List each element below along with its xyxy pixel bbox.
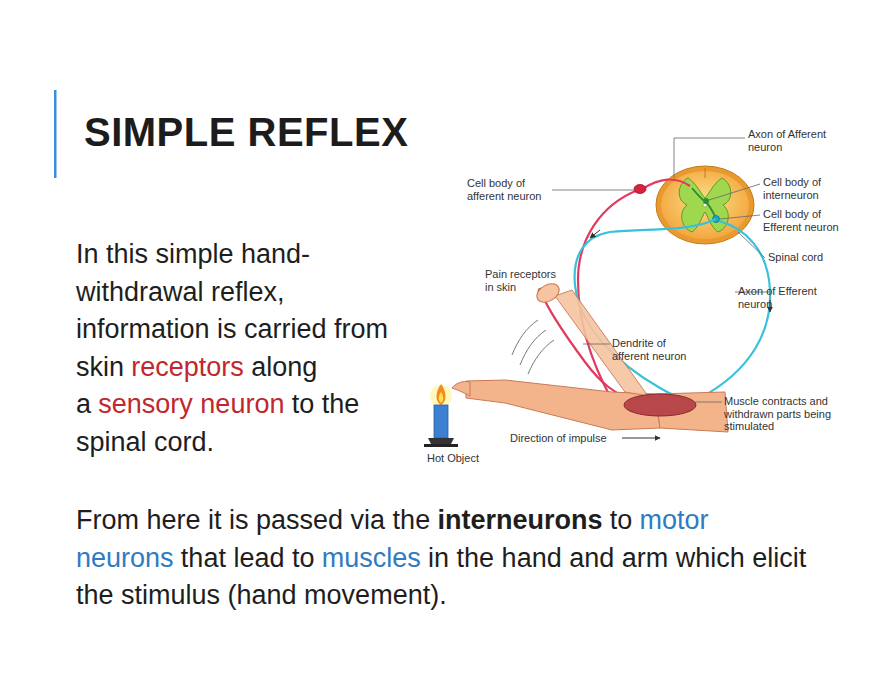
leader-line [694, 402, 722, 403]
efferent-axon [575, 219, 716, 400]
diagram-label: Axon of Afferent neuron [748, 128, 840, 153]
flame [437, 384, 446, 405]
diagram-label: Dendrite of afferent neuron [612, 337, 700, 362]
spinal-cord-outer [656, 166, 754, 244]
slide-title: SIMPLE REFLEX [84, 108, 408, 156]
body-text: From here it is passed via the [76, 505, 430, 535]
diagram-label: Direction of impulse [510, 432, 625, 445]
body-text: to [610, 505, 633, 535]
body-text: sensory neuron [98, 389, 284, 419]
candle [434, 405, 448, 438]
body-text: muscles [322, 543, 421, 573]
biceps-muscle [624, 394, 696, 416]
median-fissure [705, 168, 706, 178]
motion-line [512, 320, 538, 355]
diagram-label: Axon of Efferent neuron [738, 285, 830, 310]
leader-line [552, 190, 634, 191]
motion-line [520, 330, 546, 365]
body-text: interneurons [437, 505, 602, 535]
raised-hand [534, 280, 563, 306]
diagram-label: Cell body of Efferent neuron [763, 208, 848, 233]
accent-bar [54, 90, 57, 178]
leader-line [583, 344, 610, 345]
body-text: receptors [131, 352, 244, 382]
leader-line [709, 184, 760, 200]
candle-base [424, 444, 458, 447]
afferent-axon [642, 180, 690, 189]
body-paragraph: From here it is passed via theinterneuro… [76, 502, 836, 615]
diagram-label: Cell body of interneuron [763, 176, 838, 201]
diagram-label: Hot Object [427, 452, 507, 465]
diagram-label: Pain receptors in skin [485, 268, 565, 293]
body-paragraph: In this simple hand-withdrawal reflex, i… [76, 236, 411, 462]
interneuron-cell-body [703, 198, 709, 204]
diagram-label: Cell body of afferent neuron [467, 177, 553, 202]
flame-core [439, 392, 444, 403]
hand [452, 381, 470, 396]
body-text: that lead to [181, 543, 315, 573]
impulse-arrow [590, 230, 600, 238]
motion-line [528, 340, 554, 374]
leader-line [738, 232, 765, 258]
impulse-arrow [622, 438, 660, 439]
leader-line [674, 138, 745, 178]
diagram-label: Muscle contracts and withdrawn parts bei… [724, 395, 846, 433]
flame-glow [430, 385, 452, 407]
leader-line [720, 215, 760, 219]
afferent-cell-body [634, 185, 646, 194]
candle-holder [428, 438, 454, 444]
leader-lines [552, 138, 770, 402]
diagram-label: Spinal cord [768, 251, 848, 264]
interneuron [692, 188, 716, 218]
